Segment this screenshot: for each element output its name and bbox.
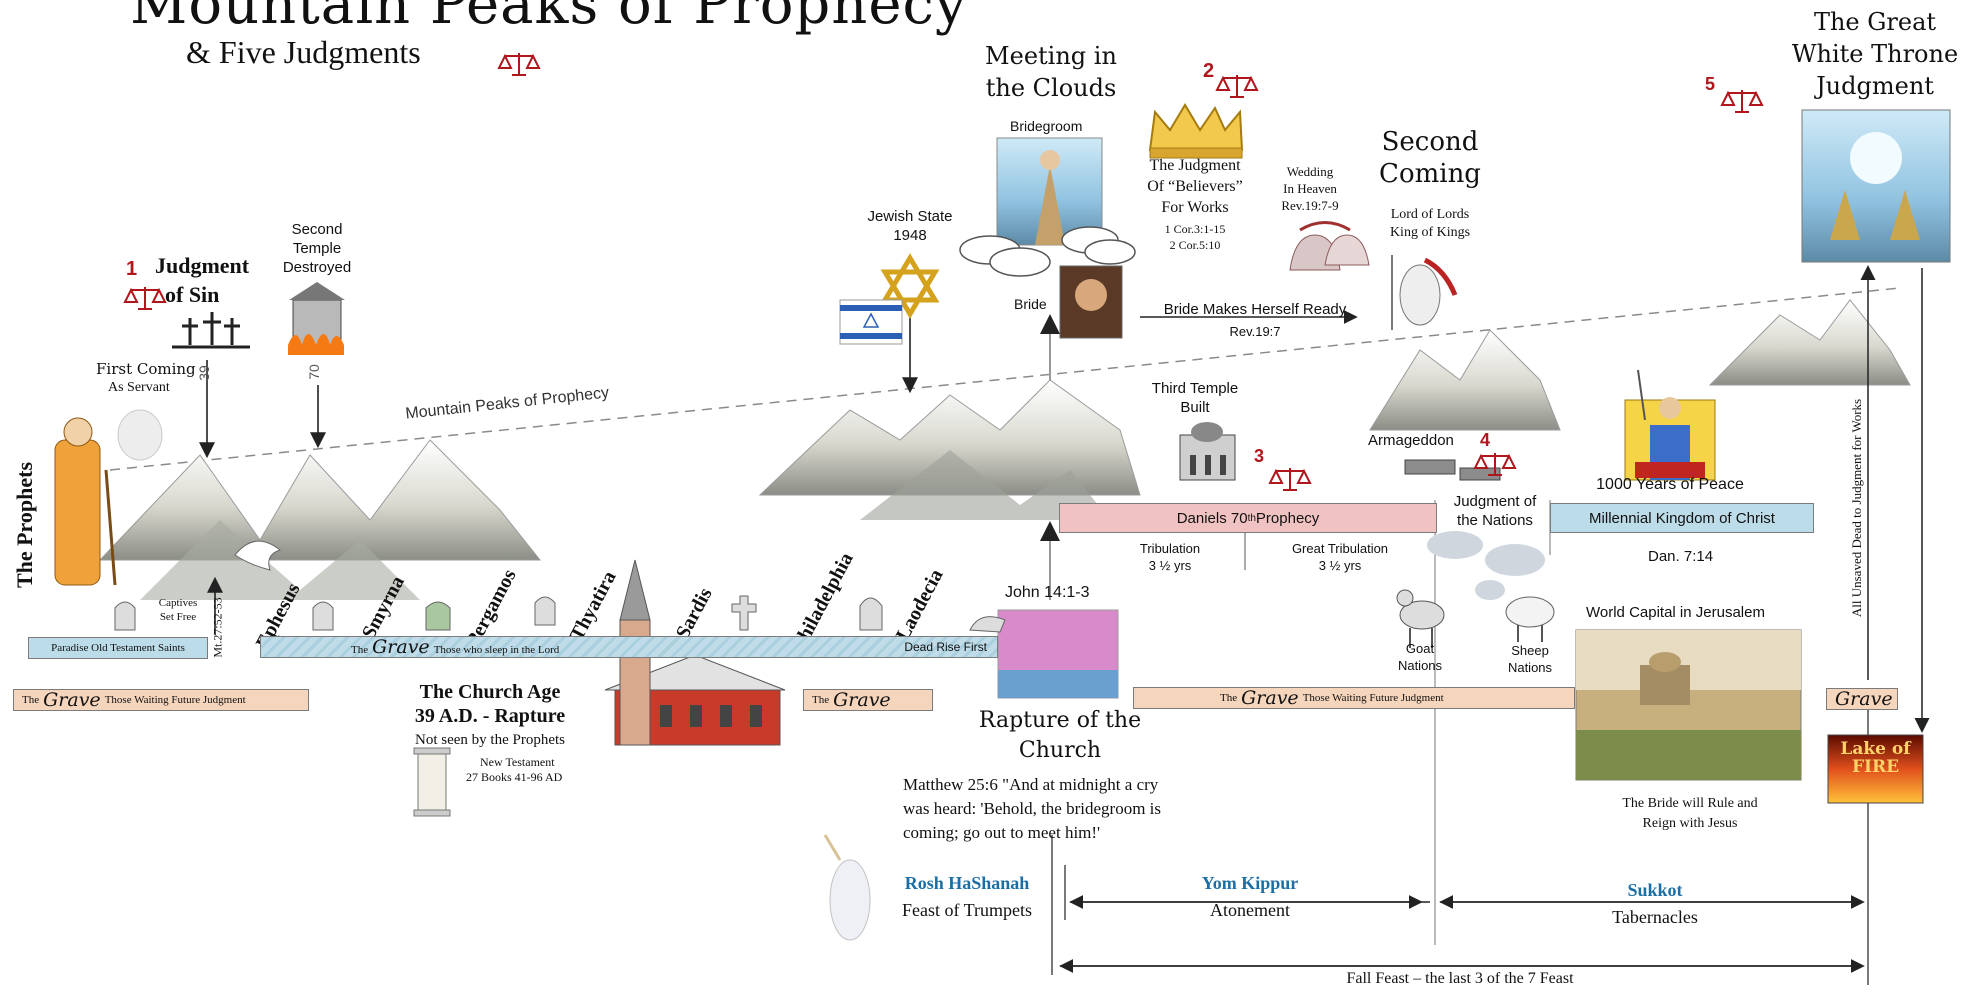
paradise-bar: Paradise Old Testament Saints xyxy=(28,637,208,659)
clouds-icon xyxy=(959,226,1136,277)
thousand-years-label: 1000 Years of Peace xyxy=(1596,476,1744,493)
judgment-5-number: 5 xyxy=(1705,74,1716,94)
millennial-kingdom-bar: Millennial Kingdom of Christ xyxy=(1550,503,1814,533)
goat-icon xyxy=(1396,589,1445,648)
first-coming-label: First Coming xyxy=(96,360,196,378)
prophets-label: The Prophets xyxy=(12,461,38,589)
mountain-range-right xyxy=(1369,299,1911,431)
first-coming-sub: As Servant xyxy=(108,380,170,395)
john-reference: John 14:1-3 xyxy=(1005,584,1090,601)
gravestones xyxy=(114,595,1006,633)
prophet-figure xyxy=(54,417,117,586)
third-temple-icon xyxy=(1179,422,1236,481)
sheep-icon xyxy=(1505,596,1555,642)
three-crosses-icon xyxy=(172,312,250,349)
armageddon-label: Armageddon xyxy=(1368,432,1454,449)
grave-bar-final: Grave xyxy=(1826,688,1898,710)
judgment-3-number: 3 xyxy=(1254,446,1265,466)
crown-icon xyxy=(1148,103,1244,159)
bridegroom-label: Bridegroom xyxy=(1010,118,1083,134)
church-building xyxy=(604,559,786,746)
israel-flag-icon xyxy=(839,299,903,345)
dove-icon xyxy=(234,540,282,571)
mt-reference: Mt.27:52-53 xyxy=(210,597,225,658)
servant-figure xyxy=(117,409,163,461)
lake-of-fire-label: Lake of FIRE xyxy=(1840,739,1911,777)
star-of-david-icon xyxy=(880,253,940,319)
world-capital-label: World Capital in Jerusalem xyxy=(1586,604,1765,621)
lake-of-fire-image xyxy=(1827,734,1924,804)
judgment-1-number: 1 xyxy=(126,258,138,280)
judgment-1-label: Judgment xyxy=(155,253,250,278)
scales-icons xyxy=(123,53,1764,491)
mountain-peaks-line xyxy=(109,287,1901,471)
second-temple-year: 70 xyxy=(305,364,322,380)
king-throne-icon xyxy=(1624,369,1716,481)
bride-label: Bride xyxy=(1014,296,1047,312)
tanks-icon xyxy=(1404,459,1501,481)
angel-trumpet-icon xyxy=(823,834,871,941)
wedding-bells-icon xyxy=(1289,221,1370,271)
second-temple-label: Second Temple Destroyed xyxy=(282,221,352,276)
church-age-block: The Church Age 39 A.D. - Rapture Not see… xyxy=(414,681,566,748)
scroll-icon xyxy=(413,747,451,817)
judgment-2-number: 2 xyxy=(1203,60,1215,82)
unsaved-dead-label: All Unsaved Dead to Judgment for Works xyxy=(1849,398,1864,618)
judgment-1-label-2: of Sin xyxy=(165,282,220,307)
fall-feast-label: Fall Feast – the last 3 of the 7 Feast xyxy=(1346,970,1574,987)
world-map-icon xyxy=(1427,531,1545,600)
mountain-range-middle xyxy=(758,379,1141,520)
judgment-4-number: 4 xyxy=(1480,430,1491,450)
first-coming-year: 39 xyxy=(195,365,212,381)
page-subtitle: & Five Judgments xyxy=(186,34,421,70)
temple-destroyed-icon xyxy=(288,282,345,355)
page-title: Mountain Peaks of Prophecy xyxy=(130,0,968,37)
dan-reference: Dan. 7:14 xyxy=(1648,548,1714,565)
white-horse-icon xyxy=(1399,257,1458,326)
